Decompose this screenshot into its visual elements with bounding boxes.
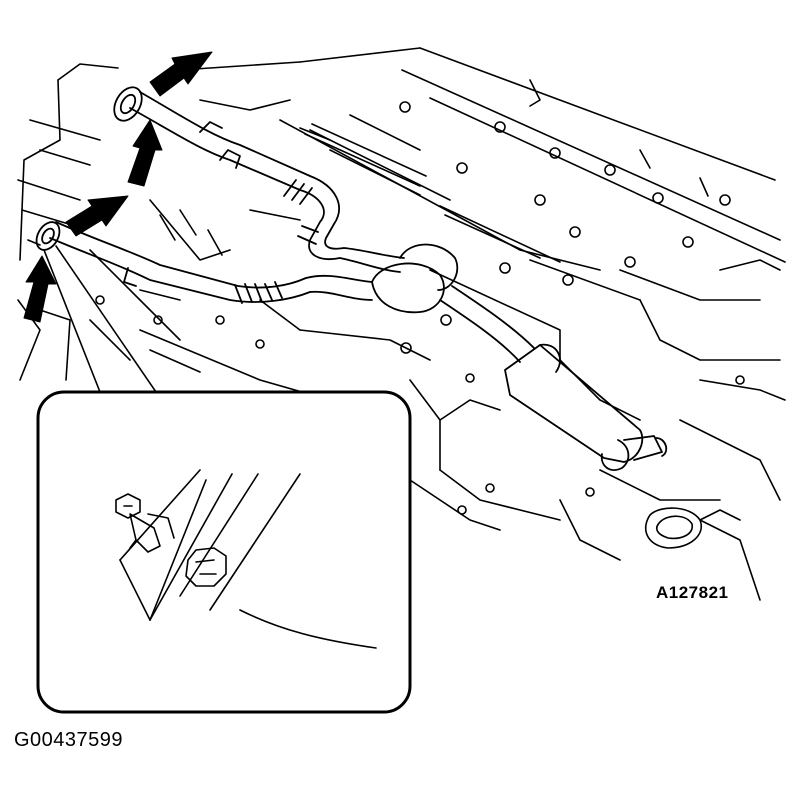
arrow-upper-down [128, 120, 162, 186]
detail-leader-lines [44, 246, 156, 392]
arrow-lower-down [24, 256, 56, 322]
callout-arrows [24, 52, 212, 322]
exhaust-pipe-assembly [32, 82, 666, 470]
illustration-code-label: A127821 [656, 583, 729, 602]
detail-inset [38, 392, 410, 712]
graphic-id-label: G00437599 [14, 729, 124, 751]
arrow-upper-right [150, 52, 212, 96]
underbody-floor-pan [18, 48, 785, 600]
arrow-lower-right [66, 196, 128, 236]
